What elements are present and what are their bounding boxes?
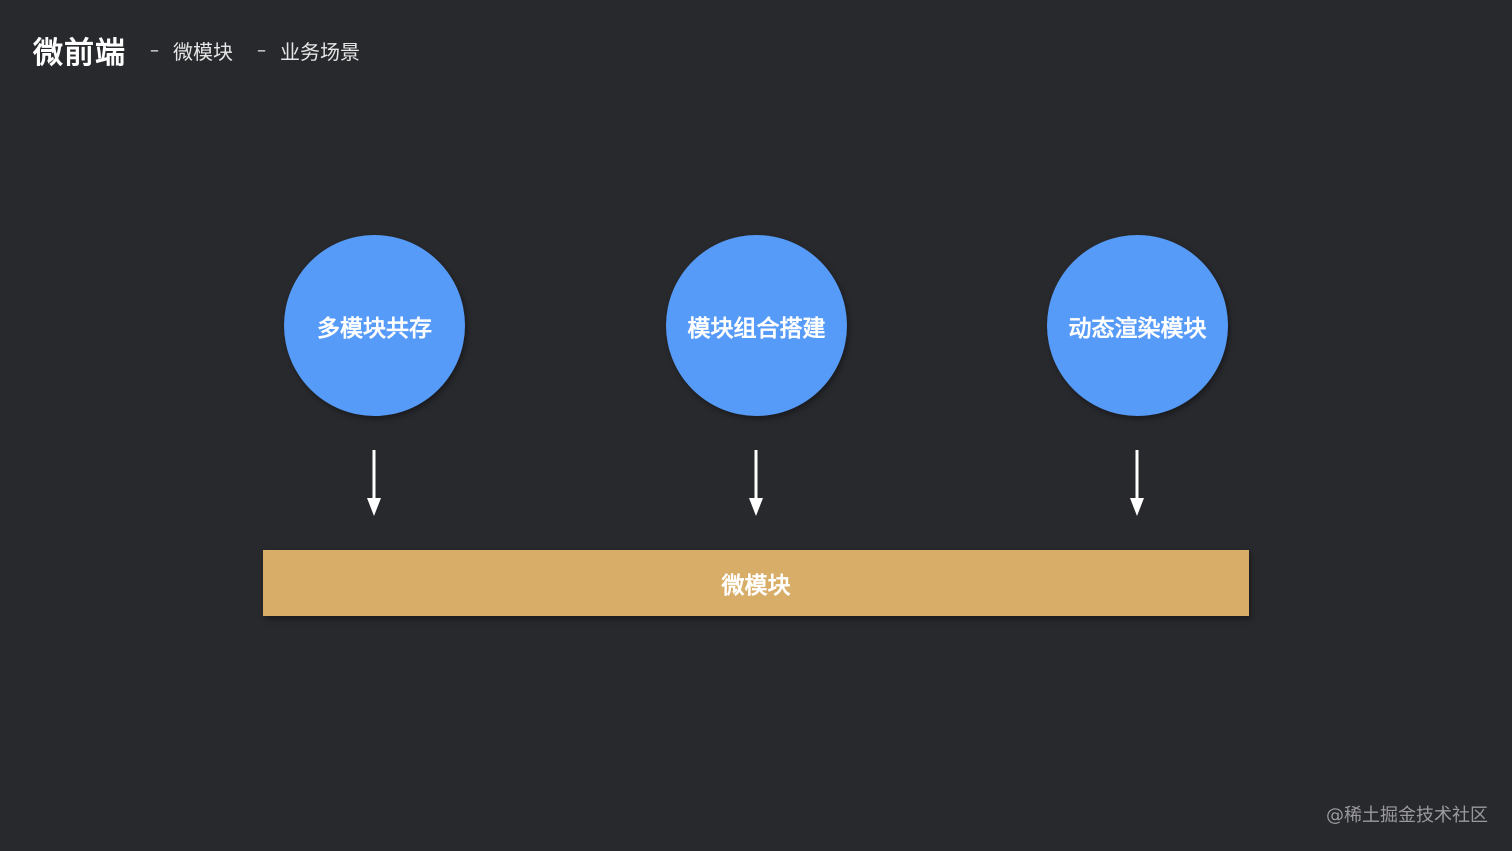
breadcrumb-micro-module: 微模块 <box>173 39 233 64</box>
micro-module-base-bar: 微模块 <box>263 550 1249 616</box>
breadcrumb-separator: – <box>257 39 266 61</box>
scenario-node-dynamic-render: 动态渲染模块 <box>1047 235 1228 416</box>
down-arrow-icon <box>1130 450 1144 516</box>
scenario-node-coexist: 多模块共存 <box>284 235 465 416</box>
breadcrumb-separator: – <box>150 39 159 61</box>
slide-title: 微前端 <box>33 36 126 71</box>
breadcrumb-business-scenario: 业务场景 <box>280 39 360 64</box>
slide-header: 微前端 – 微模块 – 业务场景 <box>33 30 360 71</box>
scenario-node-compose: 模块组合搭建 <box>666 235 847 416</box>
scenario-label: 模块组合搭建 <box>687 315 826 342</box>
down-arrow-icon <box>367 450 381 516</box>
scenario-label: 动态渲染模块 <box>1068 315 1207 342</box>
scenario-label: 多模块共存 <box>317 315 432 342</box>
base-bar-label: 微模块 <box>721 573 791 599</box>
down-arrow-icon <box>749 450 763 516</box>
watermark: @稀土掘金技术社区 <box>1326 805 1488 826</box>
